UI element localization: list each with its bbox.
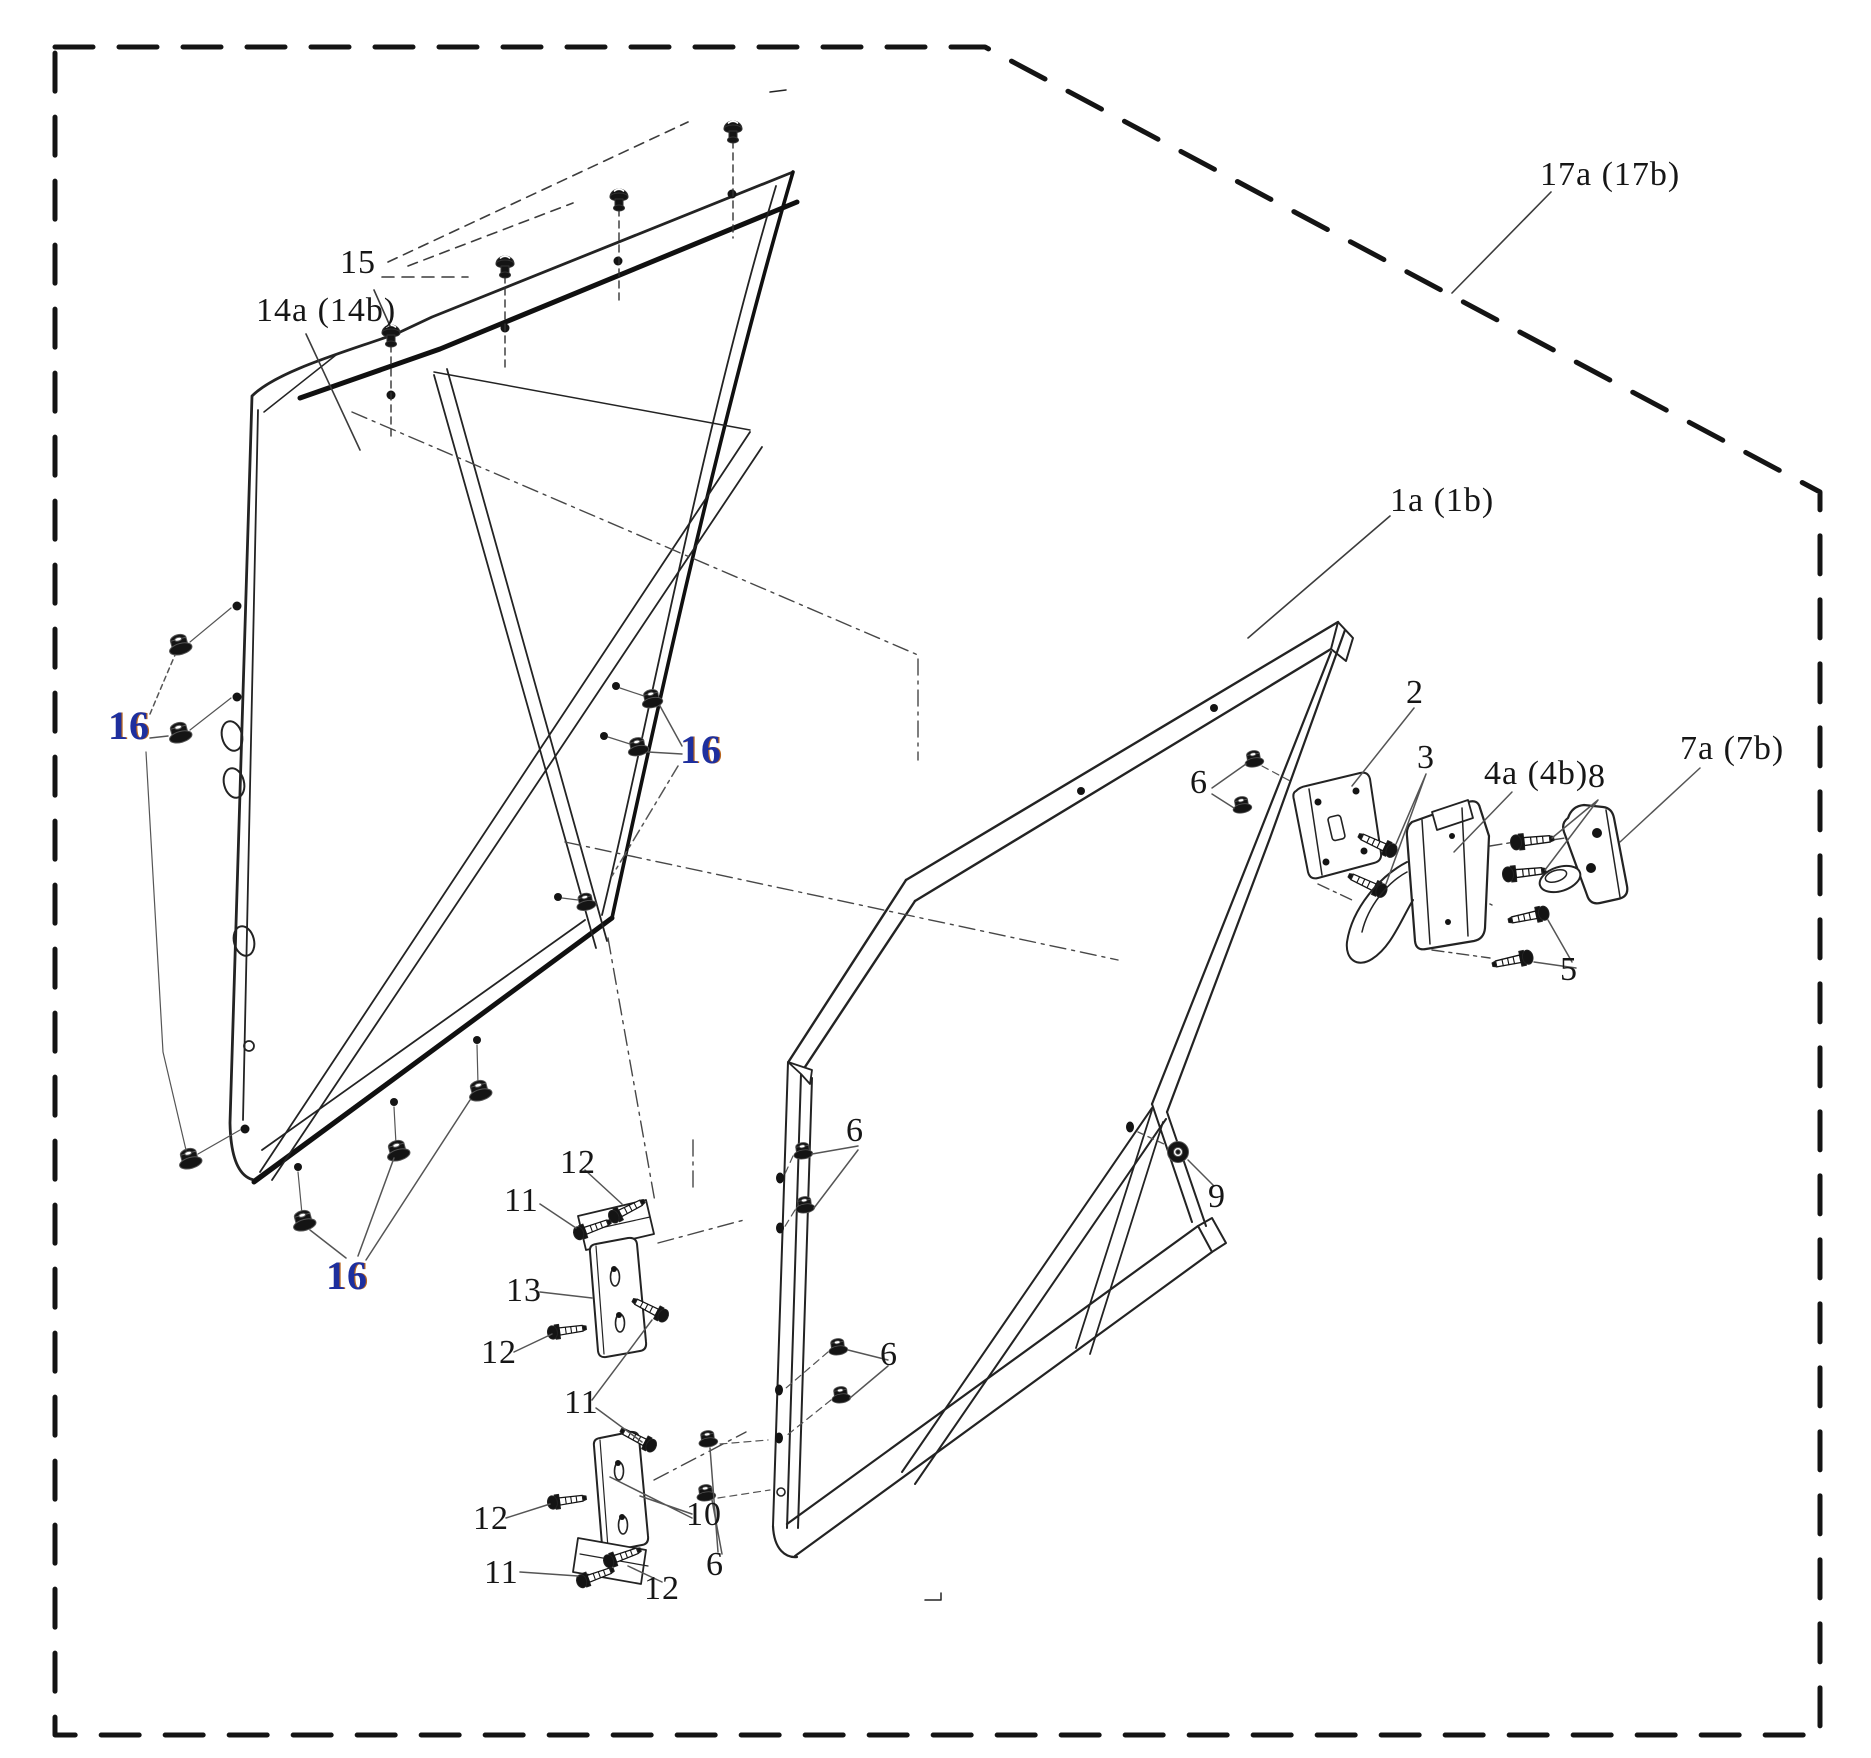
door-frame-1a (771, 620, 1354, 1601)
callout-4a: 4a (4b) (1484, 755, 1589, 792)
callout-13: 13 (506, 1272, 542, 1309)
nuts-6 (694, 748, 1293, 1555)
hinge-assembly (505, 1169, 693, 1591)
callout-9: 9 (1208, 1178, 1226, 1215)
callout-10: 10 (686, 1496, 722, 1533)
callout-12-mid: 12 (481, 1334, 517, 1371)
callout-12-low: 12 (473, 1500, 509, 1537)
callout-6-latch: 6 (1190, 764, 1208, 801)
callout-11-bottom: 11 (484, 1554, 519, 1591)
hinge-leaders (505, 1169, 693, 1583)
callout-11-top: 11 (504, 1182, 539, 1219)
nut-9 (1137, 1131, 1215, 1187)
latch-assembly (1292, 707, 1701, 973)
door-panel-14a (220, 89, 800, 1185)
callout-6-post-upper: 6 (846, 1112, 864, 1149)
construction-lines (351, 411, 1119, 1481)
latch-leaders (1351, 707, 1701, 969)
striker-7a (1538, 803, 1629, 905)
callout-12-top: 12 (560, 1144, 596, 1181)
callout-3: 3 (1417, 739, 1435, 776)
callout-7a: 7a (7b) (1680, 730, 1785, 767)
callout-2: 2 (1406, 674, 1424, 711)
callout-1a: 1a (1b) (1390, 482, 1495, 519)
callout-16-left: 16 (108, 703, 150, 748)
callout-5: 5 (1560, 951, 1578, 988)
callout-6-post-mid: 6 (880, 1336, 898, 1373)
leaders-16 (145, 654, 683, 1261)
callout-15: 15 (340, 244, 376, 281)
callout-11-mid: 11 (564, 1384, 599, 1421)
callout-14a: 14a (14b) (256, 292, 397, 329)
push-nuts-16 (165, 607, 665, 1234)
callout-8: 8 (1588, 758, 1606, 795)
callout-12-bottom: 12 (644, 1570, 680, 1607)
leaders-top (305, 121, 1552, 639)
callout-6-post-lower: 6 (706, 1546, 724, 1583)
callout-16-bottom: 16 (326, 1253, 368, 1298)
dashed-border (52, 44, 1823, 1738)
callout-17a: 17a (17b) (1540, 156, 1681, 193)
screws-15 (381, 120, 743, 441)
callout-16-mid: 16 (680, 727, 722, 772)
